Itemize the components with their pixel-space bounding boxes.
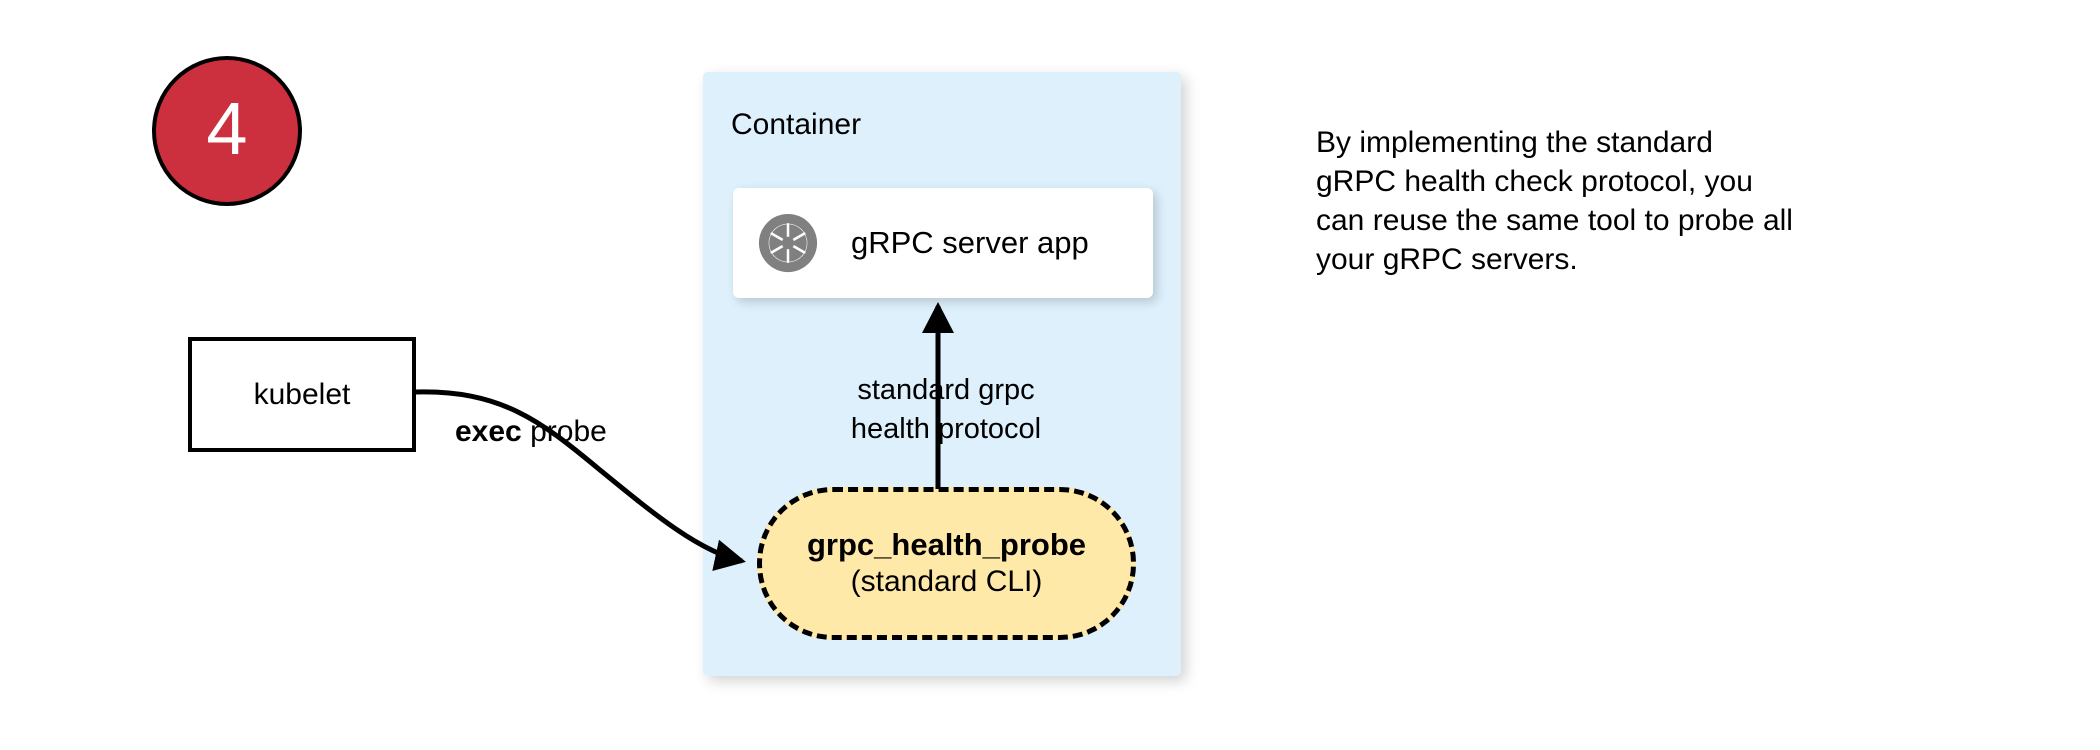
grpc-server-app-label: gRPC server app xyxy=(851,224,1089,260)
exec-probe-rest-text: probe xyxy=(521,415,607,448)
exec-probe-bold-text: exec xyxy=(455,415,522,448)
step-number-label: 4 xyxy=(206,87,248,170)
kubelet-label: kubelet xyxy=(253,378,351,411)
step-number-badge: 4 xyxy=(152,56,302,206)
grpc-health-probe-name: grpc_health_probe xyxy=(806,527,1087,563)
exec-probe-edge-label: exec probe xyxy=(455,415,607,448)
health-protocol-edge-label: standard grpc health protocol xyxy=(820,371,1072,448)
side-note-text: By implementing the standard gRPC health… xyxy=(1316,123,1876,279)
side-note-line-3: can reuse the same tool to probe all xyxy=(1316,204,1793,237)
side-note-line-2: gRPC health check protocol, you xyxy=(1316,165,1753,198)
grpc-server-app-card: gRPC server app xyxy=(733,188,1153,298)
grpc-aperture-icon xyxy=(758,213,818,273)
side-note-line-4: your gRPC servers. xyxy=(1316,243,1578,276)
side-note-line-1: By implementing the standard xyxy=(1316,126,1713,159)
grpc-health-probe-node: grpc_health_probe (standard CLI) xyxy=(757,487,1136,640)
health-protocol-line-2: health protocol xyxy=(850,412,1042,445)
kubelet-node: kubelet xyxy=(188,337,416,452)
grpc-health-probe-subtitle: (standard CLI) xyxy=(850,565,1043,599)
container-title: Container xyxy=(731,108,862,141)
health-protocol-line-1: standard grpc xyxy=(857,374,1035,406)
